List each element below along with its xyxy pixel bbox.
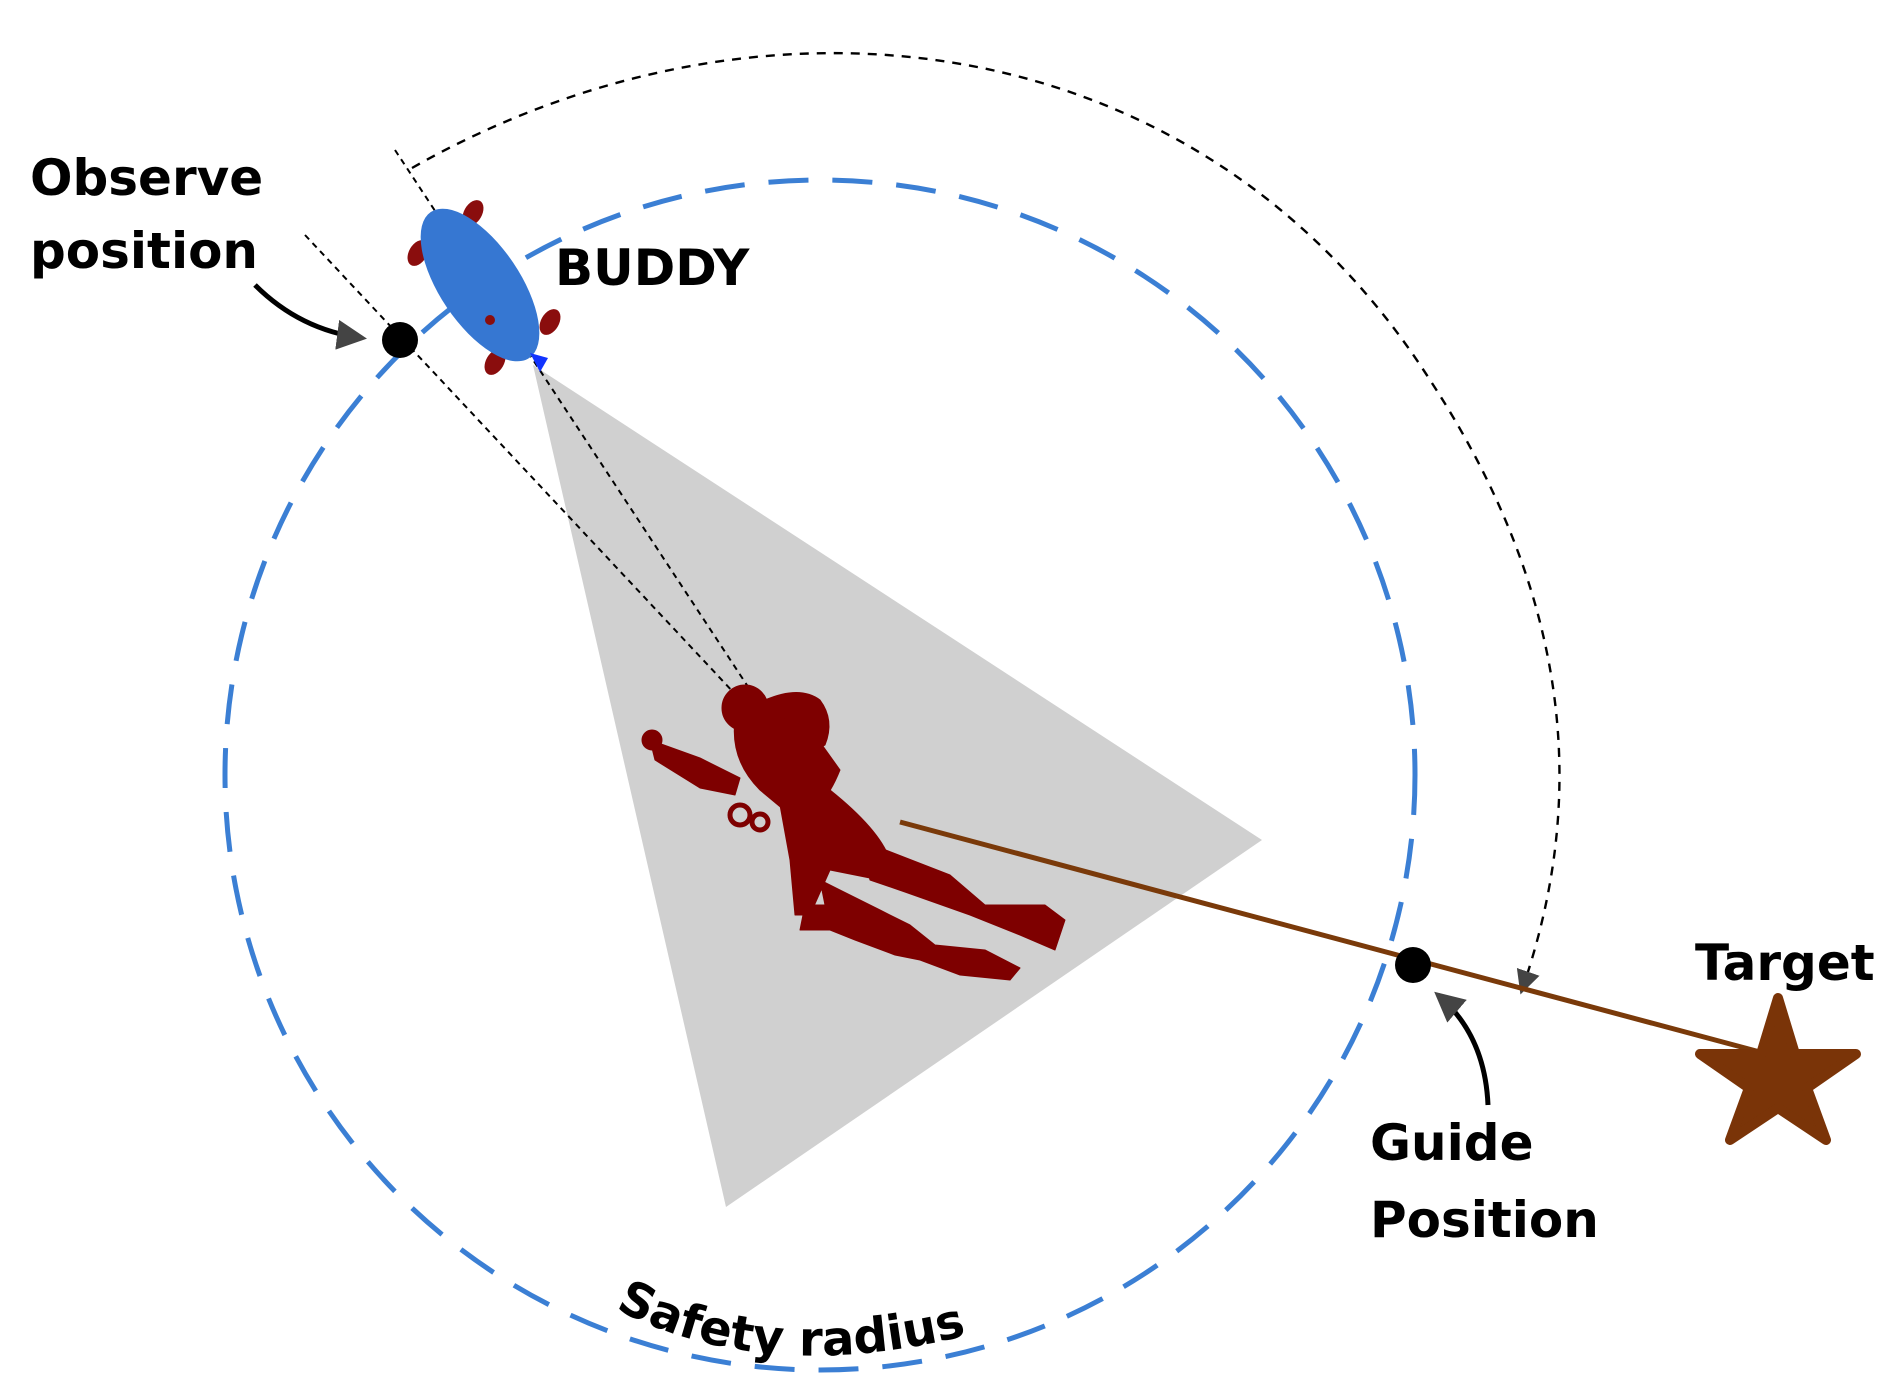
guide-pointer-arrow xyxy=(1434,991,1491,1106)
observe-position-label-line1: Observe xyxy=(30,149,263,207)
target-star-icon xyxy=(1695,993,1861,1145)
observe-position-marker xyxy=(382,322,418,358)
guide-position-label-line1: Guide xyxy=(1370,1114,1533,1172)
target-label: Target xyxy=(1695,934,1875,992)
underwater-robot-icon xyxy=(407,200,561,375)
safety-radius-circle xyxy=(222,177,1418,1373)
safety-radius-label: Safety radius xyxy=(610,1269,970,1368)
observe-sight-line xyxy=(304,234,751,711)
buddy-label: BUDDY xyxy=(555,239,750,297)
rotation-arc-arrow xyxy=(411,51,1561,995)
observe-position-label-line2: position xyxy=(30,222,258,280)
guide-line xyxy=(899,819,1761,1055)
camera-view-cone xyxy=(533,365,1262,1207)
safety-radius-label-path: Safety radius xyxy=(610,1269,970,1368)
guide-position-marker xyxy=(1395,947,1431,983)
observe-pointer-arrow xyxy=(253,283,367,350)
scuba-diver-icon xyxy=(641,684,1066,981)
guide-position-label-line2: Position xyxy=(1370,1191,1599,1249)
